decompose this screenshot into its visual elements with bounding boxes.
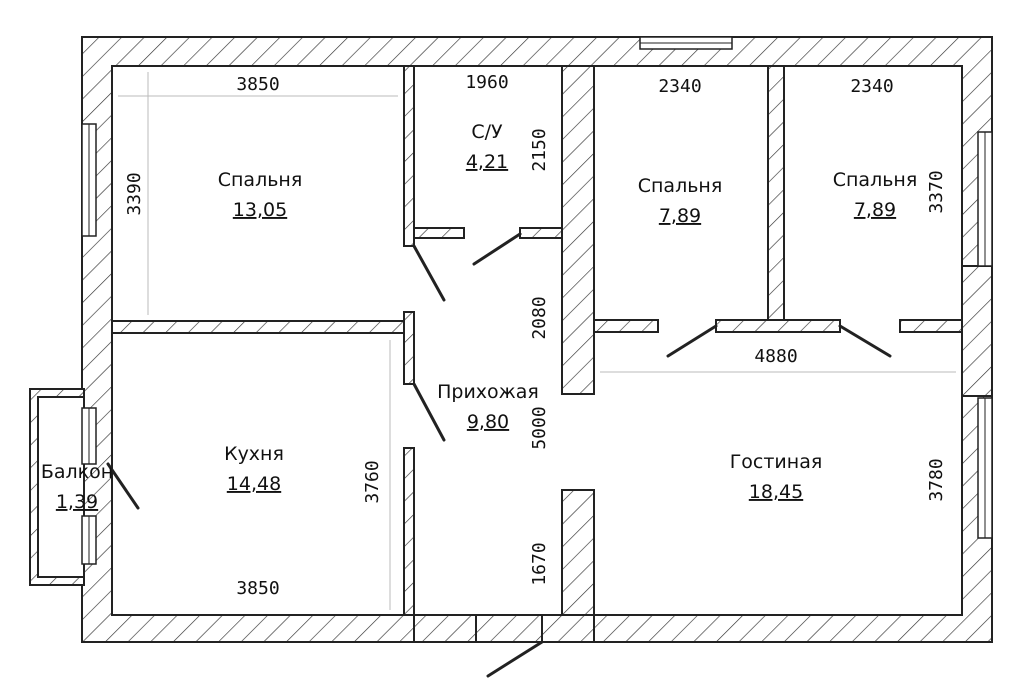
dim-hallway-upper: 2080 xyxy=(529,296,550,339)
door-kitchen xyxy=(412,382,446,442)
dim-living-depth: 3780 xyxy=(926,458,947,501)
hallway-area: 9,80 xyxy=(467,411,509,433)
dimension-labels: 3850 3390 1960 2150 2340 2340 3370 2080 … xyxy=(124,72,947,599)
dim-bathroom-depth: 2150 xyxy=(529,128,550,171)
dim-kitchen-depth: 3760 xyxy=(362,460,383,503)
living-room-area: 18,45 xyxy=(749,481,803,503)
dim-bedroom-3-depth: 3370 xyxy=(926,170,947,213)
window-balcony-bottom xyxy=(81,515,97,565)
kitchen-name: Кухня xyxy=(224,443,284,465)
bedroom-1-name: Спальня xyxy=(218,169,303,191)
balcony-area: 1,39 xyxy=(56,491,98,513)
balcony-name: Балкон xyxy=(41,461,113,483)
dim-bedroom-3-width: 2340 xyxy=(850,76,893,97)
room-labels: Спальня 13,05 С/У 4,21 Спальня 7,89 Спал… xyxy=(41,121,917,513)
window-balcony-top xyxy=(81,407,97,465)
bathroom-area: 4,21 xyxy=(466,151,508,173)
window-living-room xyxy=(977,397,993,539)
dim-bedroom-2-width: 2340 xyxy=(658,76,701,97)
kitchen-area: 14,48 xyxy=(227,473,281,495)
dim-bedroom-1-depth: 3390 xyxy=(124,172,145,215)
bedroom-2-area: 7,89 xyxy=(659,205,701,227)
balcony-outline xyxy=(29,388,85,586)
door-balcony xyxy=(106,462,140,510)
door-bedroom-2 xyxy=(666,324,718,358)
hallway-name: Прихожая xyxy=(437,381,539,403)
door-bedroom-3 xyxy=(838,324,892,358)
bedroom-2-name: Спальня xyxy=(638,175,723,197)
dim-bedroom-1-width: 3850 xyxy=(236,74,279,95)
living-room-name: Гостиная xyxy=(730,451,823,473)
interior-walls xyxy=(111,65,993,643)
doors xyxy=(106,232,892,678)
door-entrance xyxy=(486,640,544,678)
window-bedroom-3 xyxy=(977,131,993,267)
window-bedroom-2-top xyxy=(639,36,733,50)
dim-living-width: 4880 xyxy=(754,346,797,367)
bedroom-3-name: Спальня xyxy=(833,169,918,191)
dim-hallway-length: 5000 xyxy=(529,406,550,449)
bedroom-3-area: 7,89 xyxy=(854,199,896,221)
windows xyxy=(81,36,993,565)
window-bedroom-1 xyxy=(81,123,97,237)
room-outlines xyxy=(118,72,956,610)
bedroom-1-area: 13,05 xyxy=(233,199,287,221)
dim-kitchen-width: 3850 xyxy=(236,578,279,599)
door-bedroom-1 xyxy=(412,244,446,302)
bathroom-name: С/У xyxy=(471,121,503,143)
door-bathroom xyxy=(472,232,522,266)
dim-bathroom-width: 1960 xyxy=(465,72,508,93)
dim-hallway-lower: 1670 xyxy=(529,542,550,585)
